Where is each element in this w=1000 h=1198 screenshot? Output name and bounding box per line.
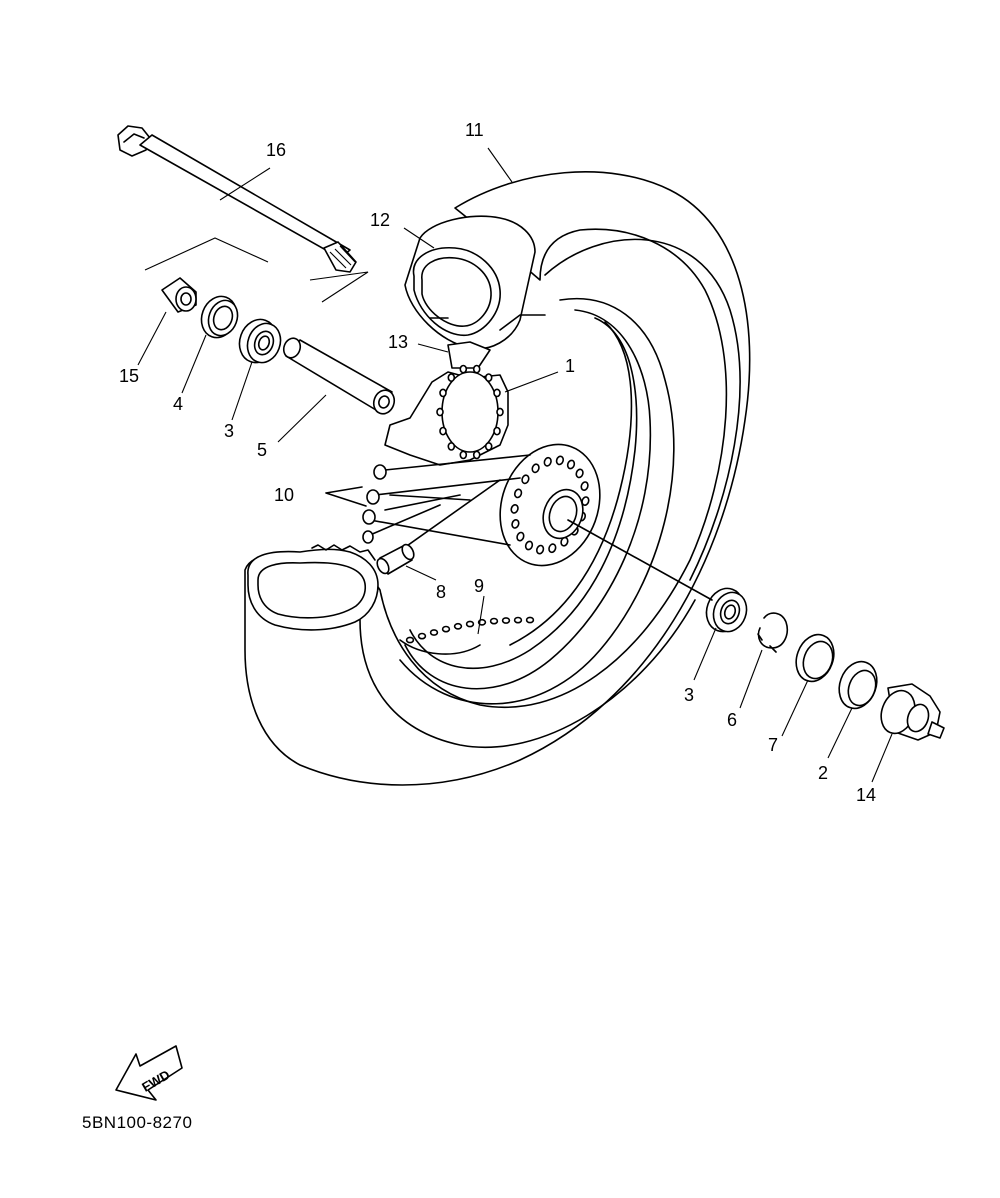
flange-hole xyxy=(513,488,523,499)
circlip xyxy=(757,612,788,653)
callout-13: 13 xyxy=(388,332,409,352)
rim-band xyxy=(429,317,491,369)
callout-4: 4 xyxy=(173,394,184,414)
flange-hole xyxy=(535,544,545,555)
nipple xyxy=(441,625,451,633)
oil-seal xyxy=(200,295,239,339)
hub-flange xyxy=(499,443,601,567)
nipple-row xyxy=(405,616,535,644)
flange-hole xyxy=(575,468,584,479)
callout-7: 7 xyxy=(768,735,779,755)
nipple xyxy=(453,622,463,630)
nipple xyxy=(513,616,523,624)
disc-hole xyxy=(472,450,481,460)
callout-9: 9 xyxy=(474,576,485,596)
flange-hole xyxy=(581,496,590,506)
nipple xyxy=(429,629,439,636)
nipple xyxy=(525,616,535,624)
drawing-code: 5BN100-8270 xyxy=(82,1113,193,1132)
spoke-nipple xyxy=(376,543,415,575)
disc-hole xyxy=(493,388,501,398)
nipple xyxy=(465,620,475,628)
flange-hole xyxy=(511,519,520,529)
flange-hole xyxy=(555,455,565,466)
disc-hole xyxy=(484,373,493,382)
flange-hole xyxy=(566,459,576,470)
nipple xyxy=(501,617,511,624)
disc-hole xyxy=(472,364,481,374)
callout-10: 10 xyxy=(274,485,295,505)
group-bracket xyxy=(144,237,369,303)
bearing-left xyxy=(238,318,282,364)
collar xyxy=(161,277,197,313)
disc-hole xyxy=(459,450,468,460)
axis-line xyxy=(567,519,713,601)
callout-12: 12 xyxy=(370,210,391,230)
brake-disc-hub xyxy=(384,364,509,466)
flange-hole xyxy=(543,456,552,467)
callout-5: 5 xyxy=(257,440,268,460)
speedometer-gear-unit xyxy=(880,683,945,741)
flange-hole xyxy=(510,504,519,514)
oil-seal-right xyxy=(795,633,835,683)
flange-hole xyxy=(516,531,525,542)
callout-11: 11 xyxy=(465,120,484,140)
callout-2: 2 xyxy=(818,763,829,783)
nipple xyxy=(489,617,499,625)
collar-right xyxy=(838,660,878,710)
flange-hole xyxy=(524,540,534,551)
bearing-right xyxy=(705,587,748,633)
callout-8: 8 xyxy=(436,582,447,602)
callout-6: 6 xyxy=(727,710,738,730)
leader-lines xyxy=(137,147,893,783)
nipple xyxy=(417,632,427,640)
disc-hole xyxy=(459,364,468,374)
spacer xyxy=(282,337,396,415)
disc-hole xyxy=(447,441,456,451)
callout-14: 14 xyxy=(856,785,877,805)
disc-hole xyxy=(496,407,504,417)
fwd-arrow-icon: FWD xyxy=(115,1045,183,1101)
nipple xyxy=(405,636,415,644)
callout-1: 1 xyxy=(565,356,576,376)
flange-hole xyxy=(521,474,530,485)
disc-hole xyxy=(439,426,447,436)
tire xyxy=(244,171,751,786)
callout-3-left: 3 xyxy=(224,421,235,441)
axle xyxy=(117,125,357,273)
inner-tube xyxy=(404,215,546,350)
callout-16: 16 xyxy=(266,140,287,160)
disc-hole xyxy=(484,441,493,451)
disc-hole xyxy=(439,388,447,398)
disc-hole xyxy=(436,407,444,417)
disc-hole xyxy=(447,373,456,382)
flange-hole xyxy=(531,463,540,474)
flange-hole xyxy=(580,481,589,491)
disc-hole xyxy=(493,426,501,436)
flange-hole xyxy=(548,543,557,554)
callout-3-right: 3 xyxy=(684,685,695,705)
callout-15: 15 xyxy=(119,366,140,386)
rim xyxy=(399,297,675,705)
